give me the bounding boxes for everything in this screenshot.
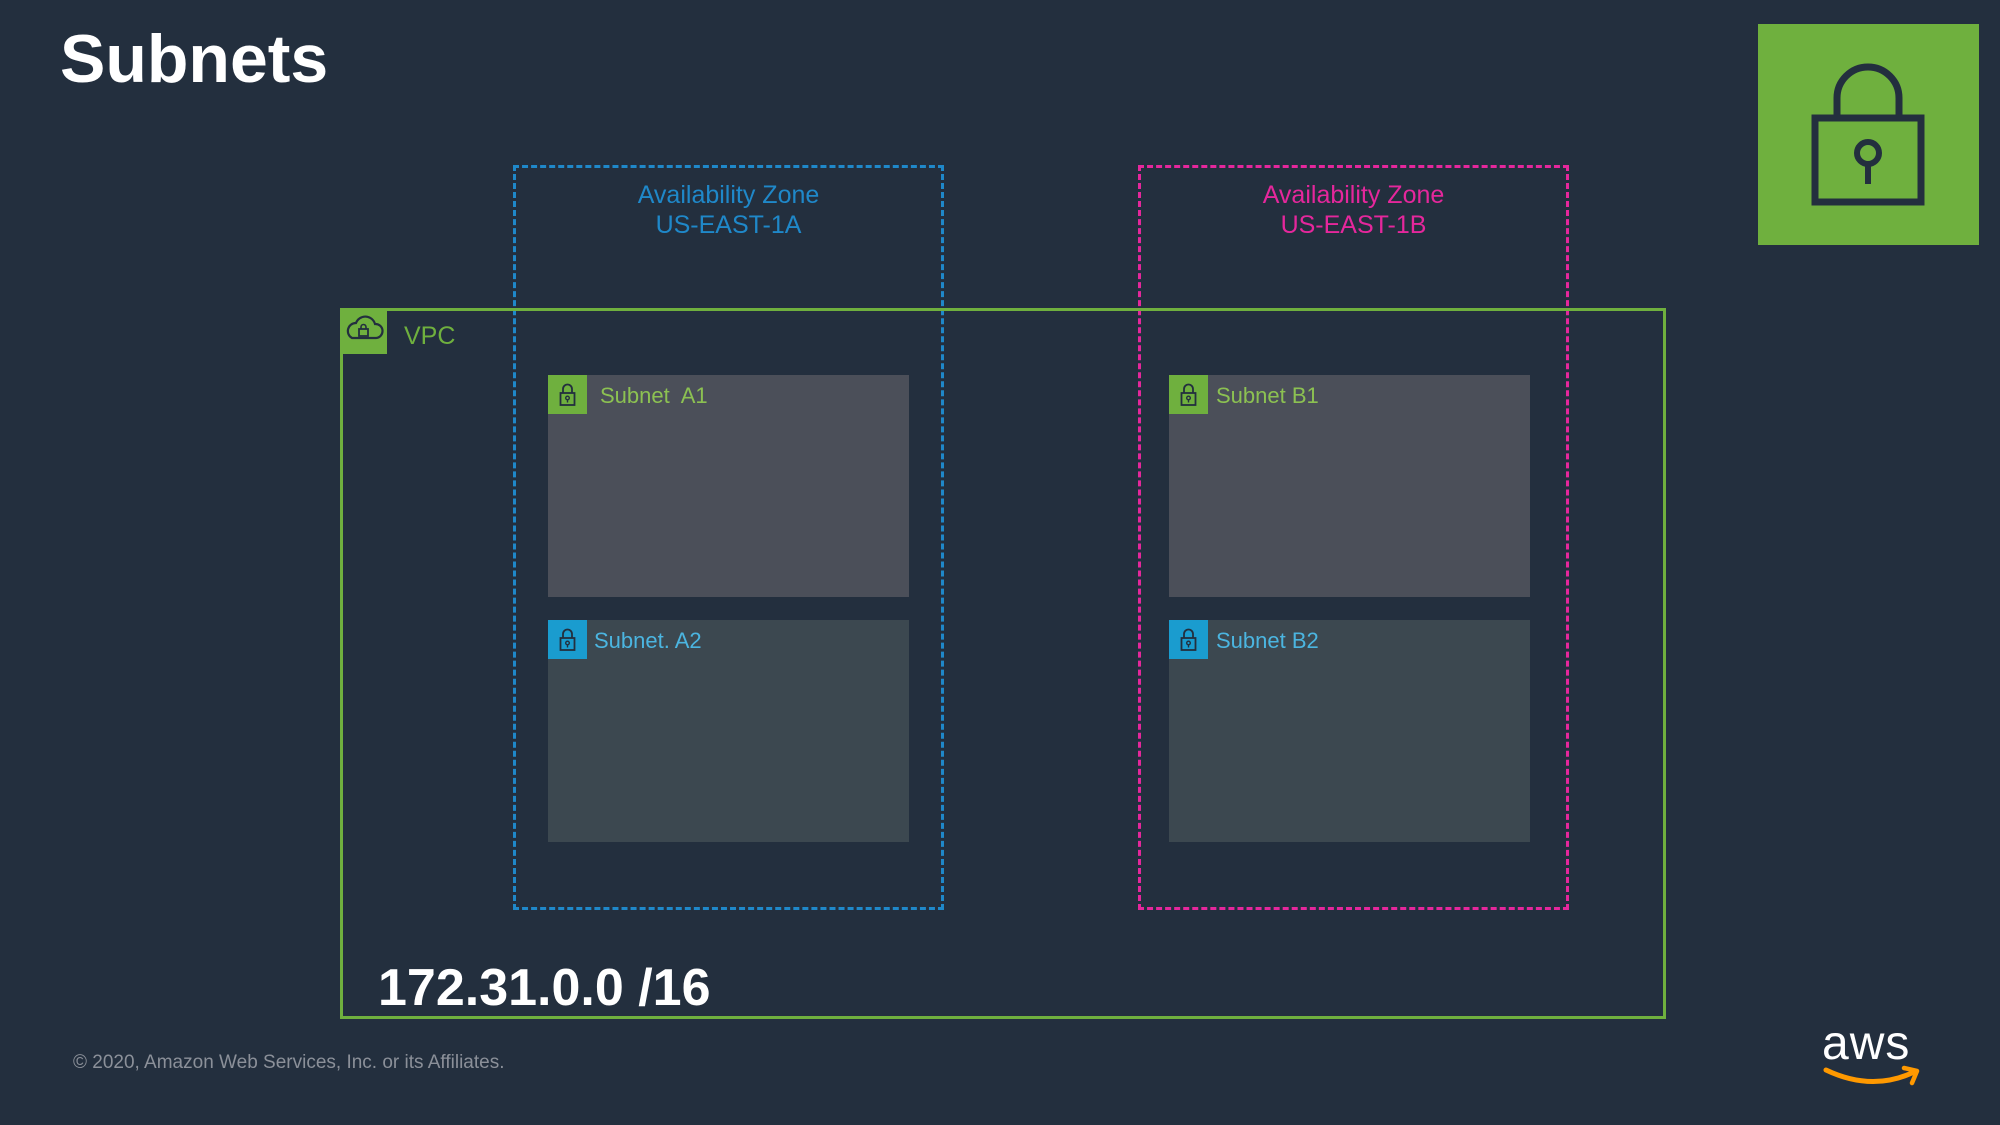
availability-zone-b-label: Availability Zone US-EAST-1B [1138, 180, 1569, 240]
subnet-a1: Subnet A1 [548, 375, 909, 597]
aws-smile-icon [1823, 1065, 1920, 1086]
security-lock-badge [1758, 24, 1979, 245]
lock-icon [1169, 375, 1208, 414]
subnet-b2: Subnet B2 [1169, 620, 1530, 842]
vpc-cloud-lock-icon [340, 308, 387, 354]
az-b-title: Availability Zone [1262, 181, 1445, 209]
vpc-label: VPC [404, 322, 456, 350]
az-a-title: Availability Zone [637, 181, 820, 209]
availability-zone-a [513, 165, 944, 910]
subnet-b1-label: Subnet B1 [1216, 383, 1319, 408]
lock-icon [548, 375, 587, 414]
vpc-cidr-block: 172.31.0.0 /16 [378, 959, 711, 1017]
az-a-id: US-EAST-1A [655, 211, 802, 239]
aws-logo: aws [1822, 1020, 1926, 1088]
availability-zone-a-label: Availability Zone US-EAST-1A [513, 180, 944, 240]
lock-icon [1169, 620, 1208, 659]
subnet-b2-label: Subnet B2 [1216, 628, 1319, 653]
lock-icon [548, 620, 587, 659]
slide-title: Subnets [60, 21, 329, 97]
padlock-icon [1811, 63, 1925, 206]
availability-zone-b [1138, 165, 1569, 910]
subnet-a2: Subnet. A2 [548, 620, 909, 842]
subnet-b1: Subnet B1 [1169, 375, 1530, 597]
az-b-id: US-EAST-1B [1280, 211, 1427, 239]
copyright-notice: © 2020, Amazon Web Services, Inc. or its… [73, 1052, 505, 1073]
subnet-a1-label: Subnet A1 [600, 383, 708, 408]
aws-logo-text: aws [1822, 1017, 1911, 1070]
vpc-boundary [340, 308, 1666, 1019]
subnet-a2-label: Subnet. A2 [594, 628, 702, 653]
